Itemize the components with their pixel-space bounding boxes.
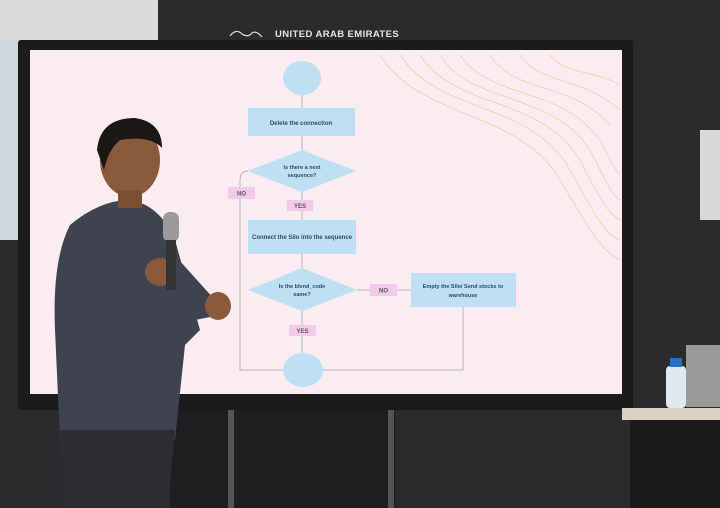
left-wall-panel bbox=[0, 0, 158, 40]
microphone bbox=[163, 212, 179, 242]
no-label-text: NO bbox=[237, 192, 246, 198]
decorative-contour-lines bbox=[379, 54, 621, 261]
stand-pole bbox=[388, 410, 394, 508]
stand-pole bbox=[228, 410, 234, 508]
no-label bbox=[370, 284, 397, 296]
empty-silo-step bbox=[411, 273, 516, 307]
delete-connection-text: Delete the connection bbox=[270, 121, 333, 127]
blend-code-text-2: same? bbox=[293, 292, 311, 298]
yes-label-text: YES bbox=[294, 204, 306, 210]
yes-label bbox=[287, 200, 313, 211]
next-sequence-text-1: Is there a next bbox=[284, 165, 321, 171]
blend-code-text-1: Is the blend_code bbox=[279, 284, 325, 290]
left-pattern-panel bbox=[0, 40, 20, 240]
bottle-cap bbox=[670, 358, 682, 367]
right-wall-panel bbox=[700, 130, 720, 220]
no-label bbox=[228, 187, 255, 199]
no-label-text: NO bbox=[379, 289, 388, 295]
connect-silo-step bbox=[248, 220, 356, 254]
connect-silo-text: Connect the Silo into the sequence bbox=[252, 235, 353, 241]
laptop bbox=[686, 345, 720, 407]
empty-silo-text-2: warehouse bbox=[448, 293, 478, 299]
monitor-stand bbox=[170, 410, 395, 508]
water-bottle bbox=[666, 366, 686, 408]
yes-label-text: YES bbox=[296, 329, 308, 335]
end-node bbox=[283, 353, 323, 387]
blend-code-decision bbox=[248, 268, 357, 311]
start-node bbox=[283, 61, 321, 95]
presenter bbox=[54, 118, 231, 508]
next-sequence-text-2: sequence? bbox=[288, 173, 317, 179]
empty-silo-text-1: Empty the Silo/ Send stocks to bbox=[423, 284, 504, 290]
flow-connectors bbox=[239, 95, 464, 371]
desk-top bbox=[622, 408, 720, 420]
delete-connection-step bbox=[248, 108, 355, 136]
next-sequence-decision bbox=[248, 150, 356, 192]
yes-label bbox=[289, 325, 316, 336]
desk-front bbox=[630, 420, 720, 508]
banner-text: UNITED ARAB EMIRATES bbox=[275, 29, 399, 40]
banner-logo bbox=[229, 30, 263, 38]
